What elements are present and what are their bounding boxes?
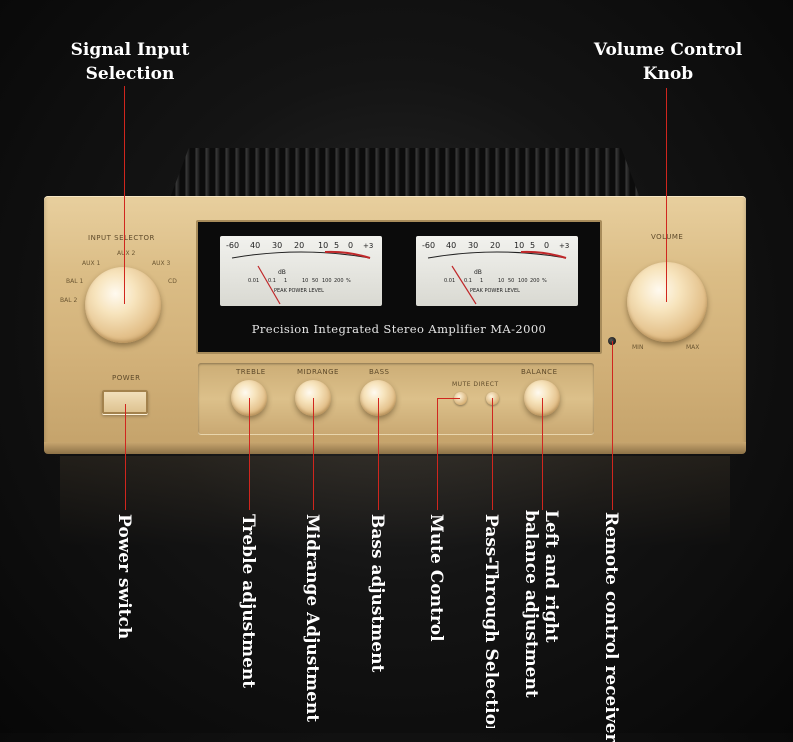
leader-direct <box>492 398 493 510</box>
treble-label: TREBLE <box>236 368 266 376</box>
meter-left-tick-4: 10 <box>318 241 328 250</box>
leader-volume <box>666 88 667 302</box>
mute-button[interactable] <box>454 392 467 405</box>
leader-remote <box>612 341 613 510</box>
callout-power-switch: Power switch <box>114 514 134 640</box>
meter-right-tick-4: 10 <box>514 241 524 250</box>
callout-input-line2: Selection <box>85 64 175 84</box>
leader-mute <box>437 398 438 510</box>
meter-left-low-0: 0.01 <box>248 278 259 284</box>
meter-right-tick-0: -60 <box>422 241 435 250</box>
input-position-aux1: AUX 1 <box>82 260 101 267</box>
surface-reflection <box>60 456 730 546</box>
meter-right-tick-6: 0 <box>544 241 549 250</box>
vu-meter-window: -60 40 30 20 10 5 0 +3 dB 0.01 0.1 1 10 … <box>196 220 602 354</box>
meter-right-low-7: % <box>542 278 547 284</box>
callout-bass: Bass adjustment <box>367 514 387 673</box>
meter-left-low-1: 0.1 <box>268 278 276 284</box>
meter-left-low-3: 10 <box>302 278 308 284</box>
meter-left-tick-3: 20 <box>294 241 304 250</box>
input-position-bal1: BAL 1 <box>66 278 84 285</box>
input-position-aux2: AUX 2 <box>117 250 136 257</box>
bass-label: BASS <box>369 368 390 376</box>
callout-balance: Left and right balance adjustment <box>521 510 561 698</box>
meter-left-tick-7: +3 <box>363 242 373 250</box>
mute-direct-label: MUTE DIRECT <box>452 381 499 388</box>
leader-bass <box>378 398 379 510</box>
meter-right-caption: PEAK POWER LEVEL <box>470 288 520 294</box>
meter-left-tick-0: -60 <box>226 241 239 250</box>
callout-mute: Mute Control <box>426 514 446 642</box>
callout-midrange: Midrange Adjustment <box>302 514 322 723</box>
meter-right-tick-5: 5 <box>530 241 535 250</box>
leader-treble <box>249 398 250 510</box>
meter-left-tick-1: 40 <box>250 241 260 250</box>
meter-right-low-5: 100 <box>518 278 528 284</box>
vu-meter-left-scale: -60 40 30 20 10 5 0 +3 dB 0.01 0.1 1 10 … <box>226 241 373 305</box>
meter-right-low-0: 0.01 <box>444 278 455 284</box>
meter-left-low-4: 50 <box>312 278 318 284</box>
midrange-label: MIDRANGE <box>297 368 339 376</box>
meter-left-unit: dB <box>278 269 286 276</box>
callout-balance-line2: balance adjustment <box>521 510 541 698</box>
volume-label: VOLUME <box>651 233 684 241</box>
leader-midrange <box>313 398 314 510</box>
volume-max-label: MAX <box>686 344 700 351</box>
meter-right-tick-3: 20 <box>490 241 500 250</box>
vu-meter-right-scale: -60 40 30 20 10 5 0 +3 dB 0.01 0.1 1 10 … <box>422 241 569 305</box>
callout-volume-line1: Volume Control <box>593 40 743 60</box>
callout-input-selection: Signal Input Selection <box>50 38 210 86</box>
vu-meter-left: -60 40 30 20 10 5 0 +3 dB 0.01 0.1 1 10 … <box>220 236 382 306</box>
leader-input <box>124 86 125 304</box>
meter-left-tick-2: 30 <box>272 241 282 250</box>
power-label: POWER <box>112 374 141 382</box>
heatsink-fins <box>170 148 640 198</box>
callout-volume-line2: Knob <box>642 64 694 84</box>
meter-left-caption: PEAK POWER LEVEL <box>274 288 324 294</box>
meter-left-low-2: 1 <box>284 278 287 284</box>
callout-volume-knob: Volume Control Knob <box>588 38 748 86</box>
meter-left-tick-5: 5 <box>334 241 339 250</box>
callout-balance-line1: Left and right <box>541 510 561 643</box>
leader-mute-connector <box>437 398 460 399</box>
meter-right-low-4: 50 <box>508 278 514 284</box>
meter-left-low-7: % <box>346 278 351 284</box>
balance-label: BALANCE <box>521 368 558 376</box>
meter-right-tick-7: +3 <box>559 242 569 250</box>
meter-right-low-3: 10 <box>498 278 504 284</box>
meter-right-unit: dB <box>474 269 482 276</box>
callout-treble: Treble adjustment <box>238 514 258 689</box>
meter-right-low-6: 200 <box>530 278 540 284</box>
meter-left-tick-6: 0 <box>348 241 353 250</box>
input-position-cd: CD <box>168 278 177 285</box>
input-selector-label: INPUT SELECTOR <box>88 234 155 242</box>
meter-right-low-2: 1 <box>480 278 483 284</box>
callout-remote-receiver: Remote control receiver <box>601 512 621 742</box>
meter-right-tick-1: 40 <box>446 241 456 250</box>
leader-balance <box>542 398 543 510</box>
volume-min-label: MIN <box>632 344 644 351</box>
volume-knob[interactable] <box>627 262 707 342</box>
vu-meter-right: -60 40 30 20 10 5 0 +3 dB 0.01 0.1 1 10 … <box>416 236 578 306</box>
input-selector-knob[interactable] <box>85 267 161 343</box>
meter-left-low-5: 100 <box>322 278 332 284</box>
leader-power <box>125 404 126 510</box>
panel-bottom-edge <box>44 442 746 454</box>
callout-pass-through: Pass-Through Selection <box>481 514 501 728</box>
meter-left-low-6: 200 <box>334 278 344 284</box>
callout-input-line1: Signal Input <box>70 40 190 60</box>
meter-right-tick-2: 30 <box>468 241 478 250</box>
meter-right-low-1: 0.1 <box>464 278 472 284</box>
model-name: Precision Integrated Stereo Amplifier MA… <box>251 322 547 336</box>
input-position-bal2: BAL 2 <box>60 297 78 304</box>
input-position-aux3: AUX 3 <box>152 260 171 267</box>
